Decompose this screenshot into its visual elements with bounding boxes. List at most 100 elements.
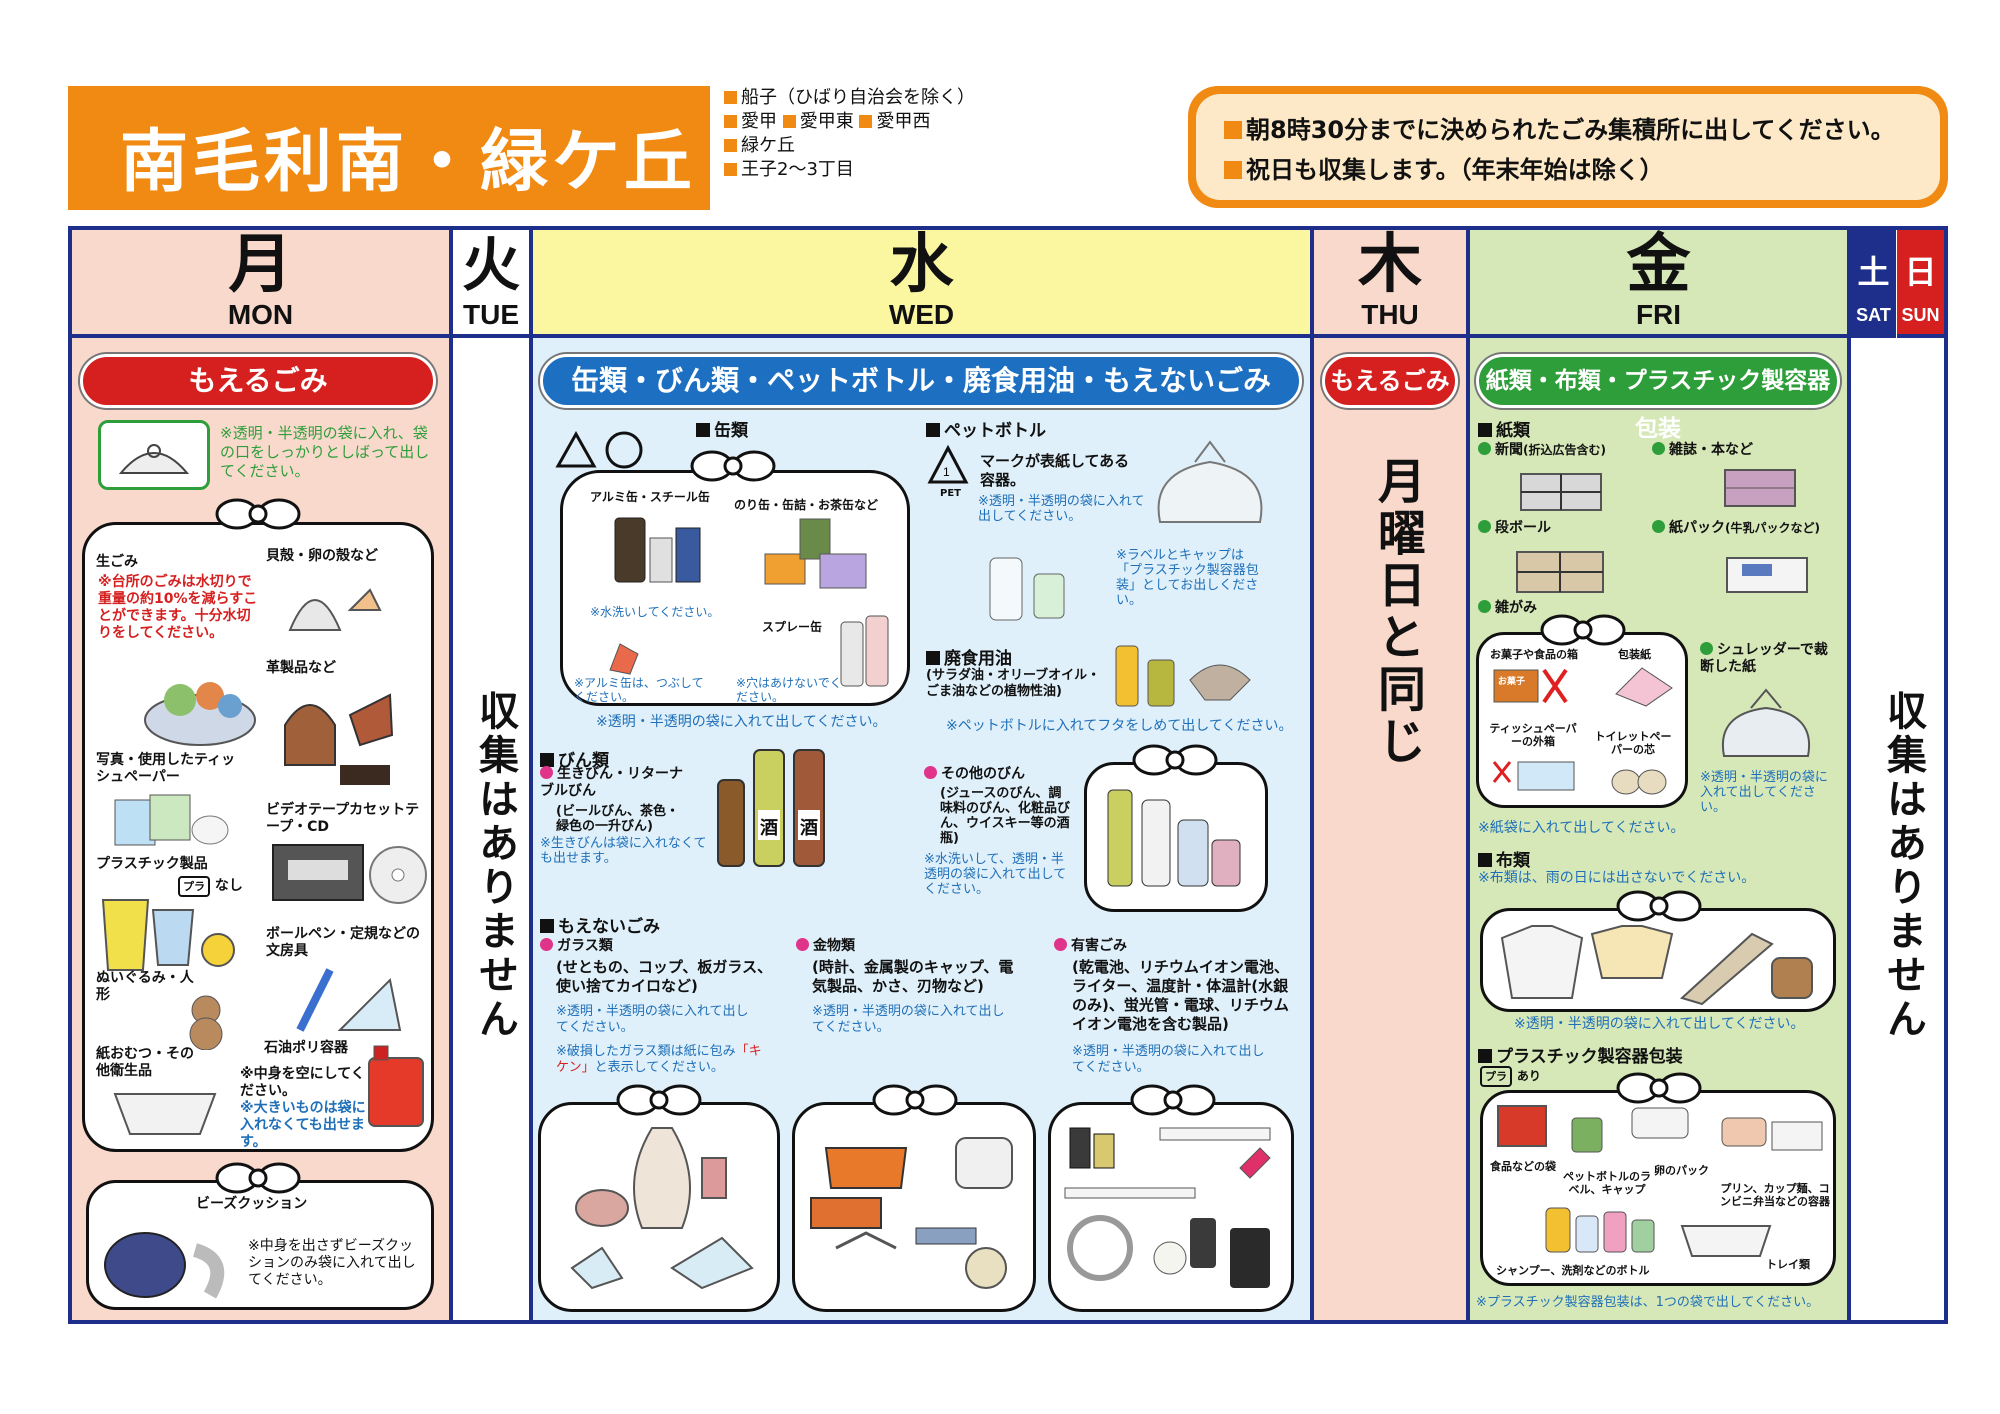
wed-glass: ガラス類	[557, 938, 613, 954]
magazine-stack-icon	[1724, 469, 1796, 507]
glass-broken-note: ※破損したガラス類は紙に包み「キケン」と表示してください。	[556, 1044, 771, 1076]
mon-photos: 写真・使用したティッシュペーパー	[96, 752, 236, 785]
wed-pet-label-note: ※ラベルとキャップは「プラスチック製容器包装」としてお出しください。	[1116, 548, 1259, 608]
thu-en: THU	[1361, 299, 1419, 330]
wed-glass-bag: ※透明・半透明の袋に入れて出してください。	[556, 1004, 749, 1035]
mon-dolls: ぬいぐるみ・人形	[96, 970, 194, 1003]
sat-en: SAT	[1856, 305, 1891, 325]
mon-shells: 貝殻・卵の殻など	[266, 548, 378, 564]
wed-metal-bag: ※透明・半透明の袋に入れて出してください。	[812, 1004, 1005, 1035]
milk-carton-icon	[1726, 557, 1808, 593]
area-4: 王子2～3丁目	[741, 159, 854, 180]
thu-category-pill: もえるごみ	[1322, 354, 1458, 408]
wed-oil-head: 廃食用油	[944, 649, 1012, 669]
oil-bottles-icon	[1115, 645, 1251, 707]
cans-icon	[614, 517, 701, 583]
wed-bin-other-note: ※水洗いして、透明・半透明の袋に入れて出してください。	[924, 852, 1067, 897]
shampoo-bottles-icon	[1545, 1207, 1655, 1253]
mon-beads: ビーズクッション	[196, 1196, 308, 1212]
tue-none: 収集はありません	[472, 690, 518, 1042]
wed-bin-other-desc: (ジュースのびん、調味料のびん、化粧品びん、ウイスキー等の酒瓶)	[940, 786, 1071, 846]
mon-tank-note2: ※大きいものは袋に入れなくても出せます。	[240, 1100, 366, 1150]
tue-column	[453, 230, 529, 1320]
sun-header: 日 SUN	[1897, 230, 1944, 338]
bear-icon	[189, 995, 223, 1050]
tue-header: 火 TUE	[453, 230, 529, 338]
mon-tapes: ビデオテープカセットテープ・CD	[266, 802, 420, 835]
bow-icon	[1540, 614, 1626, 646]
poly-tank-icon	[368, 1045, 424, 1127]
wed-glass-broken-a: ※破損したガラス類は紙に包み	[556, 1044, 736, 1059]
notice-box: 朝8時30分までに決められたごみ集積所に出してください。 祝日も収集します。（年…	[1188, 86, 1948, 208]
wed-oil-note: ※ペットボトルに入れてフタをしめて出してください。	[946, 718, 1293, 734]
wed-cans-spray: スプレー缶	[762, 620, 823, 634]
area-1: 船子（ひばり自治会を除く）	[741, 87, 975, 108]
wed-cans-crush: ※アルミ缶は、つぶしてください。	[574, 676, 704, 704]
hazard-label: 有害ごみ	[1054, 938, 1127, 955]
plastic-heading: プラスチック製容器包装	[1478, 1042, 1683, 1067]
area-3: 緑ケ丘	[741, 135, 795, 156]
bow-icon	[872, 1084, 958, 1116]
mon-category-pill: もえるごみ	[80, 354, 436, 408]
cardboard-label: 段ボール	[1478, 520, 1551, 537]
sun-en: SUN	[1901, 305, 1940, 325]
notice-time: 朝8時30分までに決められたごみ集積所に出してください。	[1246, 116, 1895, 144]
fri-egg-pack: 卵のパック	[1654, 1164, 1709, 1177]
thu-category: もえるごみ	[1330, 367, 1450, 395]
bow-icon	[616, 1084, 702, 1116]
thu-same: 月曜日と同じ	[1369, 456, 1425, 768]
fri-misc-tissue: ティッシュペーパーの外箱	[1489, 722, 1577, 748]
wed-cans-head: 缶類	[714, 421, 748, 441]
bow-icon	[1616, 1072, 1702, 1104]
title-banner: 南毛利南・緑ケ丘	[68, 86, 710, 210]
wed-sake1: 酒	[760, 818, 778, 839]
fri-cups: プリン、カップ麺、コンビニ弁当などの容器	[1720, 1182, 1830, 1208]
notice-holiday: 祝日も収集します。（年末年始は除く）	[1246, 156, 1664, 184]
wed-hazard-desc: (乾電池、リチウムイオン電池、ライター、温度計・体温計(水銀のみ)、蛍光管・電球…	[1072, 958, 1289, 1033]
fri-wrap-text: お菓子	[1498, 677, 1526, 687]
wed-header: 水 WED	[533, 230, 1310, 338]
plastic-mark-yes: プラ あり	[1480, 1066, 1541, 1087]
sake-bottles-icon	[717, 749, 825, 867]
recycle-can-mark-icon	[555, 430, 643, 469]
wed-moenai-head: もえないごみ	[558, 917, 660, 937]
pet-bag-icon	[1157, 440, 1263, 523]
area-2c: 愛甲西	[876, 111, 931, 132]
fri-misc: 雑がみ	[1495, 600, 1537, 616]
newspaper-bundle-icon	[1520, 473, 1602, 511]
mon-pens: ボールペン・定規などの文房具	[266, 926, 420, 959]
area-list: 船子（ひばり自治会を除く） 愛甲 愛甲東 愛甲西 緑ケ丘 王子2～3丁目	[724, 86, 1024, 182]
pet-bottle-icon	[989, 557, 1065, 621]
fri-kanji: 金	[1626, 228, 1691, 302]
wed-cans-bag: ※透明・半透明の袋に入れて出してください。	[596, 714, 887, 730]
wed-hazard: 有害ごみ	[1071, 938, 1127, 954]
glass-label: ガラス類	[540, 938, 613, 955]
wed-pet-mark: マークが表紙してある容器。	[980, 452, 1130, 489]
bead-cushion-icon	[104, 1232, 225, 1299]
glass-bottles-icon	[1107, 789, 1241, 887]
fri-cloth-note: ※布類は、雨の日には出さないでください。	[1478, 870, 1756, 886]
fri-shred: シュレッダーで裁断した紙	[1700, 642, 1828, 675]
bow-icon	[215, 498, 301, 530]
wed-pet-mark-label: PET	[940, 488, 961, 499]
mon-category: もえるごみ	[188, 364, 328, 397]
metal-label: 金物類	[796, 938, 855, 955]
bow-icon	[1130, 1084, 1216, 1116]
fri-plastic-note: ※プラスチック製容器包装は、1つの袋で出してください。	[1476, 1295, 1820, 1310]
wed-bin-ikibin: 生きびん・リターナブルびん	[540, 766, 683, 799]
oil-heading: 廃食用油	[926, 644, 1012, 669]
metal-items-icon	[810, 1137, 1013, 1289]
food-tray-icon	[1680, 1225, 1772, 1257]
svg-text:1: 1	[943, 465, 950, 479]
shredded-paper-bag-icon	[1721, 688, 1811, 757]
mon-tank-note1: ※中身を空にしてください。	[240, 1066, 365, 1099]
mon-leather: 革製品など	[266, 660, 336, 676]
mon-en: MON	[227, 299, 294, 330]
cloth-heading: 布類	[1478, 846, 1530, 871]
tue-kanji: 火	[461, 231, 520, 299]
spray-can-icon	[840, 615, 889, 687]
thu-header: 木 THU	[1314, 230, 1466, 338]
fri-misc-wrap: 包装紙	[1618, 648, 1651, 661]
paper-heading: 紙類	[1478, 416, 1530, 441]
moenai-heading: もえないごみ	[540, 912, 660, 937]
